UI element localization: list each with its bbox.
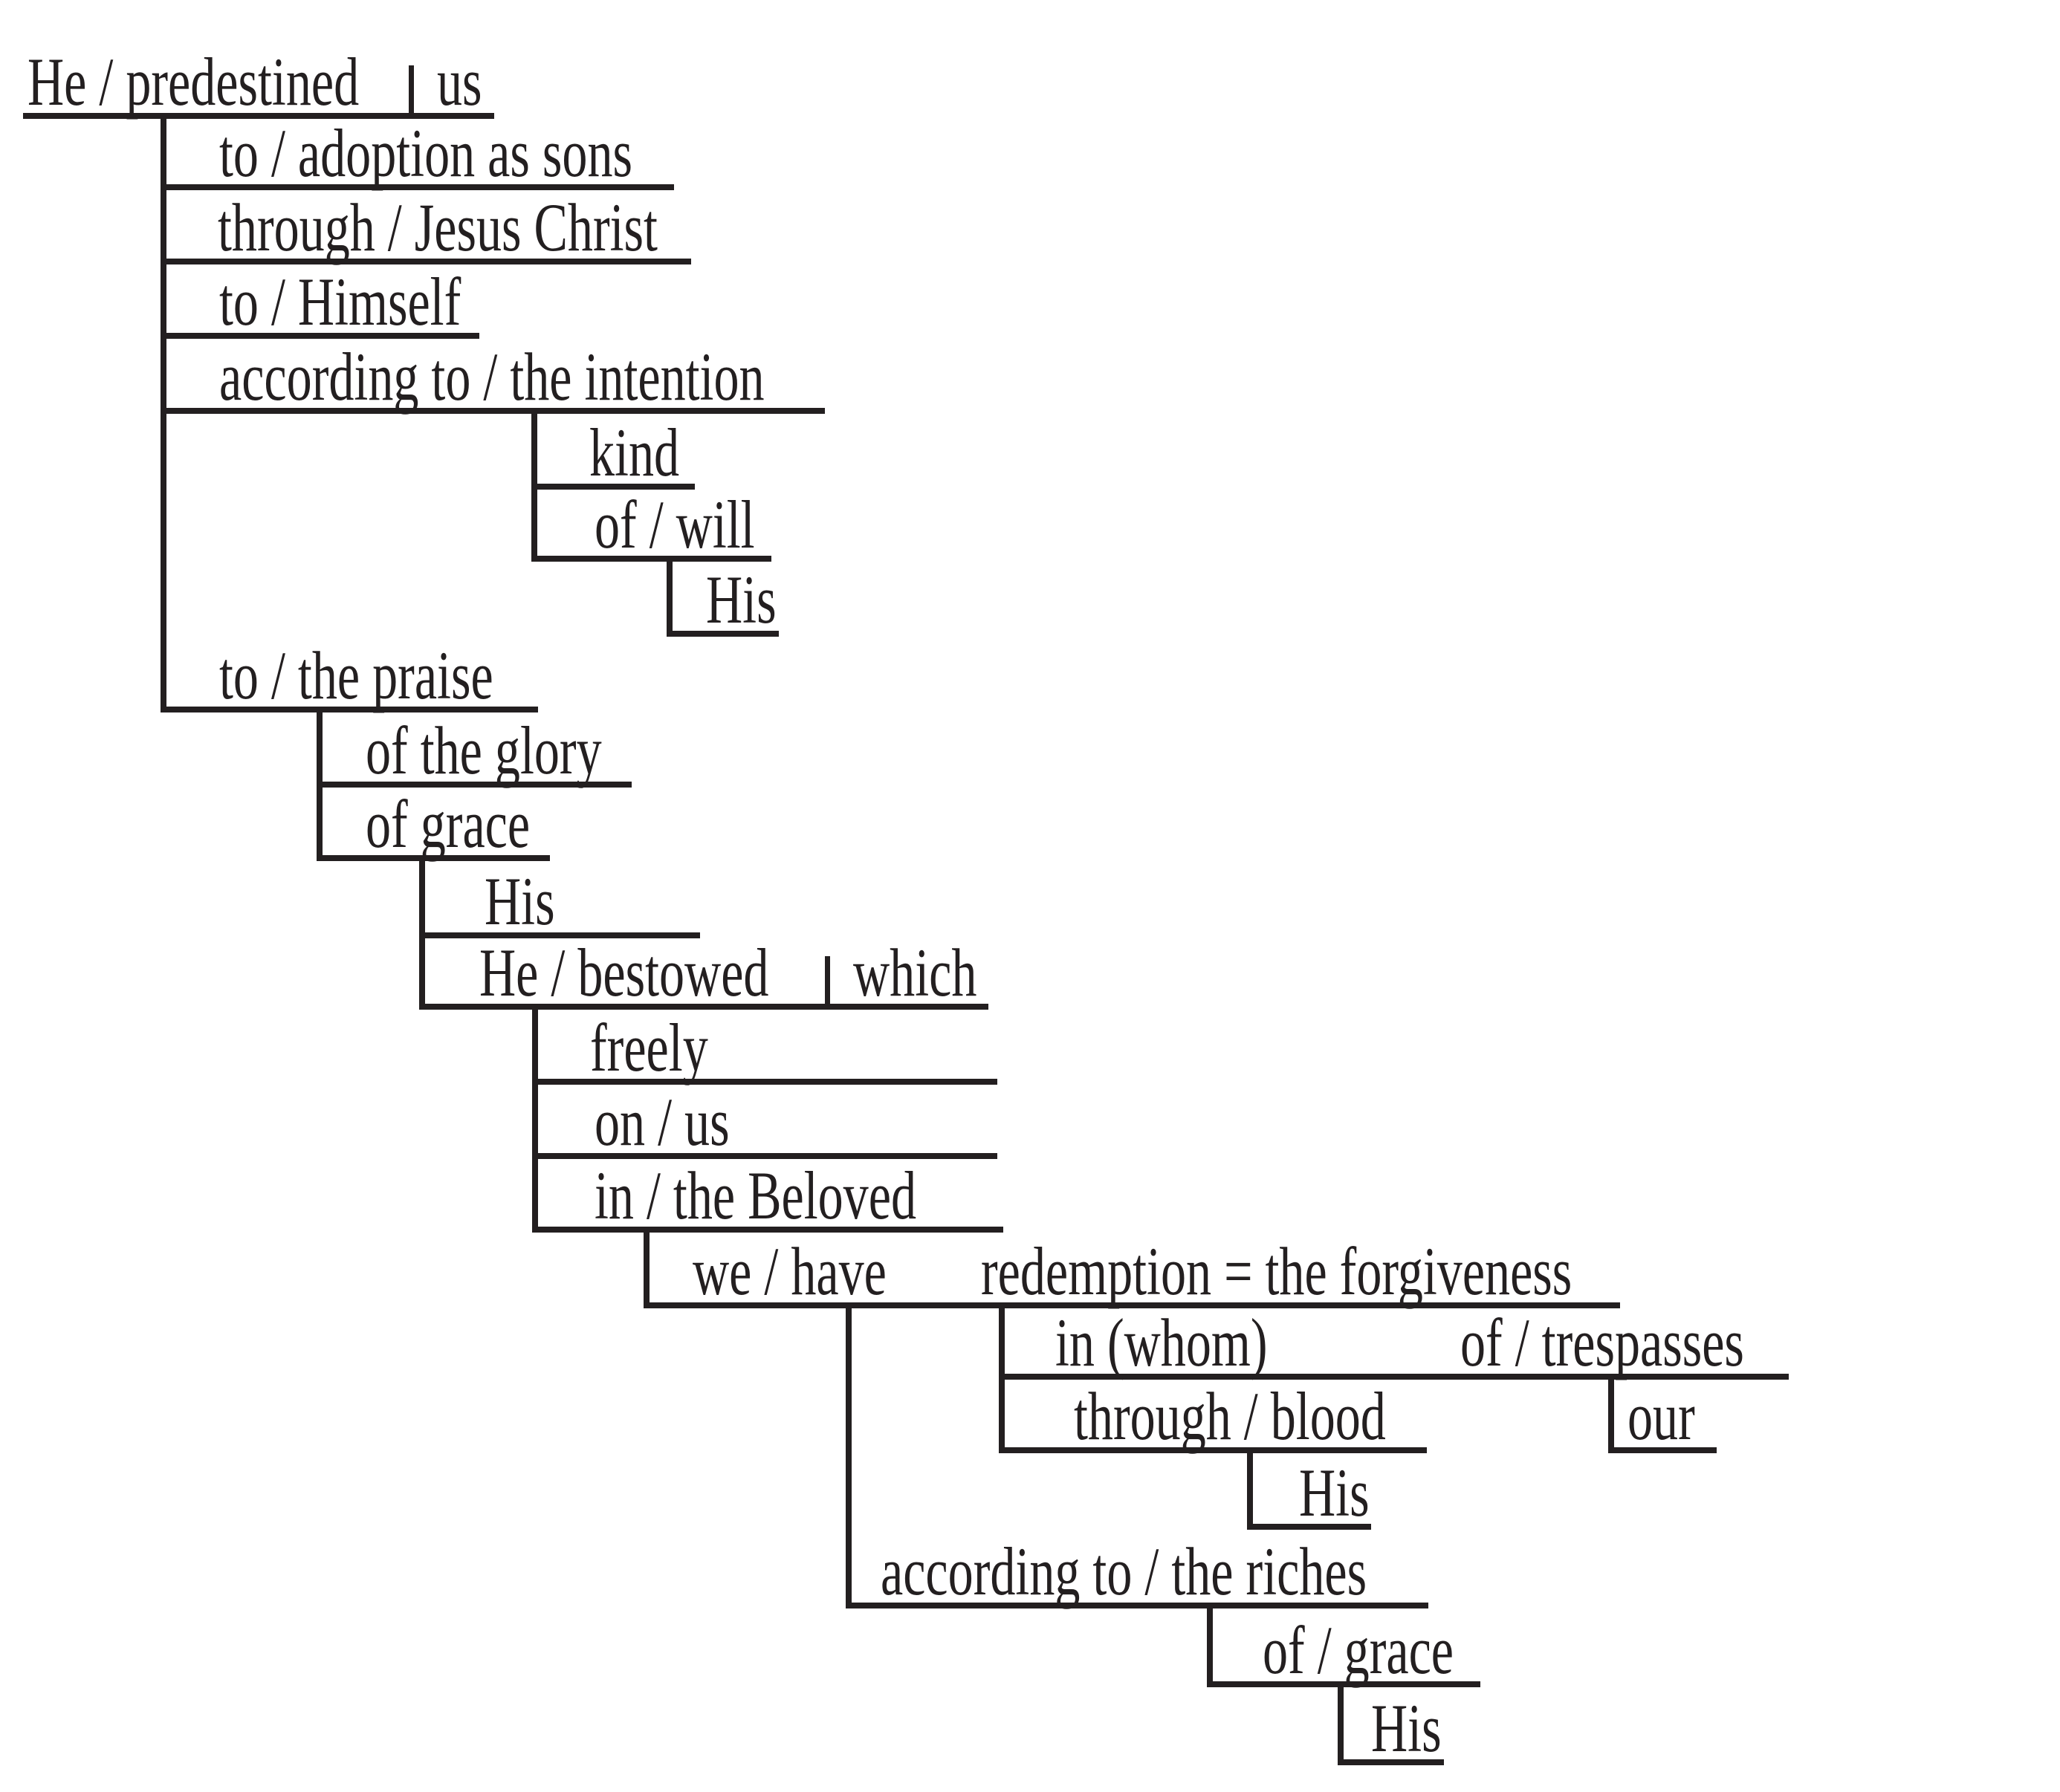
rule-line xyxy=(163,259,691,264)
spine-line xyxy=(1338,1681,1344,1765)
rule-line xyxy=(1341,1759,1444,1765)
spine-line xyxy=(532,1004,538,1233)
rule-line xyxy=(163,408,825,414)
rule-line xyxy=(1609,1447,1717,1453)
modifier-on-us: on / us xyxy=(595,1084,730,1160)
clause2-object: which xyxy=(853,935,977,1010)
spine-line xyxy=(846,1302,852,1608)
object-separator-bar xyxy=(825,956,830,1007)
modifier-adoption: to / adoption as sons xyxy=(219,115,632,191)
rule-line xyxy=(1210,1681,1480,1687)
rule-line xyxy=(163,707,538,712)
rule-line xyxy=(1002,1447,1427,1453)
modifier-our: our xyxy=(1627,1378,1695,1454)
rule-line xyxy=(1250,1524,1371,1530)
spine-line xyxy=(644,1227,650,1308)
clause1-object: us xyxy=(437,44,482,120)
modifier-jesus-christ: through / Jesus Christ xyxy=(218,189,658,265)
clause2-subject-verb: He / bestowed xyxy=(479,935,769,1010)
rule-line xyxy=(23,113,494,119)
rule-line xyxy=(163,333,479,339)
rule-line xyxy=(535,1153,997,1159)
rule-line xyxy=(647,1302,1620,1308)
modifier-his-4: His xyxy=(1371,1690,1442,1766)
rule-line xyxy=(422,932,700,938)
rule-line xyxy=(534,484,695,490)
clause1-subject-verb: He / predestined xyxy=(27,44,360,120)
modifier-blood: through / blood xyxy=(1074,1378,1386,1454)
clause3-object: redemption = the forgiveness xyxy=(981,1233,1572,1309)
rule-line xyxy=(534,556,771,562)
clause3-subject-verb: we / have xyxy=(693,1233,887,1309)
spine-line xyxy=(1247,1447,1253,1530)
spine-line xyxy=(317,707,323,861)
modifier-praise: to / the praise xyxy=(219,637,493,713)
modifier-his-3: His xyxy=(1299,1455,1370,1530)
modifier-riches: according to / the riches xyxy=(881,1533,1367,1609)
modifier-glory: of the glory xyxy=(366,712,602,788)
rule-line xyxy=(849,1603,1428,1608)
rule-line xyxy=(320,855,550,861)
rule-line xyxy=(535,1227,1003,1233)
rule-line xyxy=(535,1079,997,1085)
rule-line xyxy=(320,782,632,788)
rule-line xyxy=(422,1004,988,1010)
rule-line xyxy=(163,184,674,190)
modifier-his-1: His xyxy=(706,562,777,637)
spine-line xyxy=(161,113,166,712)
modifier-in-whom: in (whom) xyxy=(1055,1305,1268,1380)
modifier-his-2: His xyxy=(485,863,555,939)
modifier-grace-1: of grace xyxy=(366,786,531,862)
object-separator-bar xyxy=(409,65,414,116)
spine-line xyxy=(531,408,537,562)
spine-line xyxy=(667,556,673,637)
modifier-grace-2: of / grace xyxy=(1263,1612,1454,1688)
modifier-trespasses: of / trespasses xyxy=(1460,1305,1744,1380)
modifier-freely: freely xyxy=(590,1010,708,1085)
rule-line xyxy=(670,631,779,637)
spine-line xyxy=(999,1302,1005,1453)
modifier-of-will: of / will xyxy=(595,487,755,562)
spine-line xyxy=(419,855,425,1010)
spine-line xyxy=(1608,1374,1614,1453)
modifier-beloved: in / the Beloved xyxy=(595,1158,916,1233)
rule-line xyxy=(1002,1374,1789,1380)
spine-line xyxy=(1207,1603,1213,1687)
modifier-intention: according to / the intention xyxy=(219,339,765,415)
modifier-himself: to / Himself xyxy=(219,264,461,340)
modifier-kind: kind xyxy=(589,415,680,490)
